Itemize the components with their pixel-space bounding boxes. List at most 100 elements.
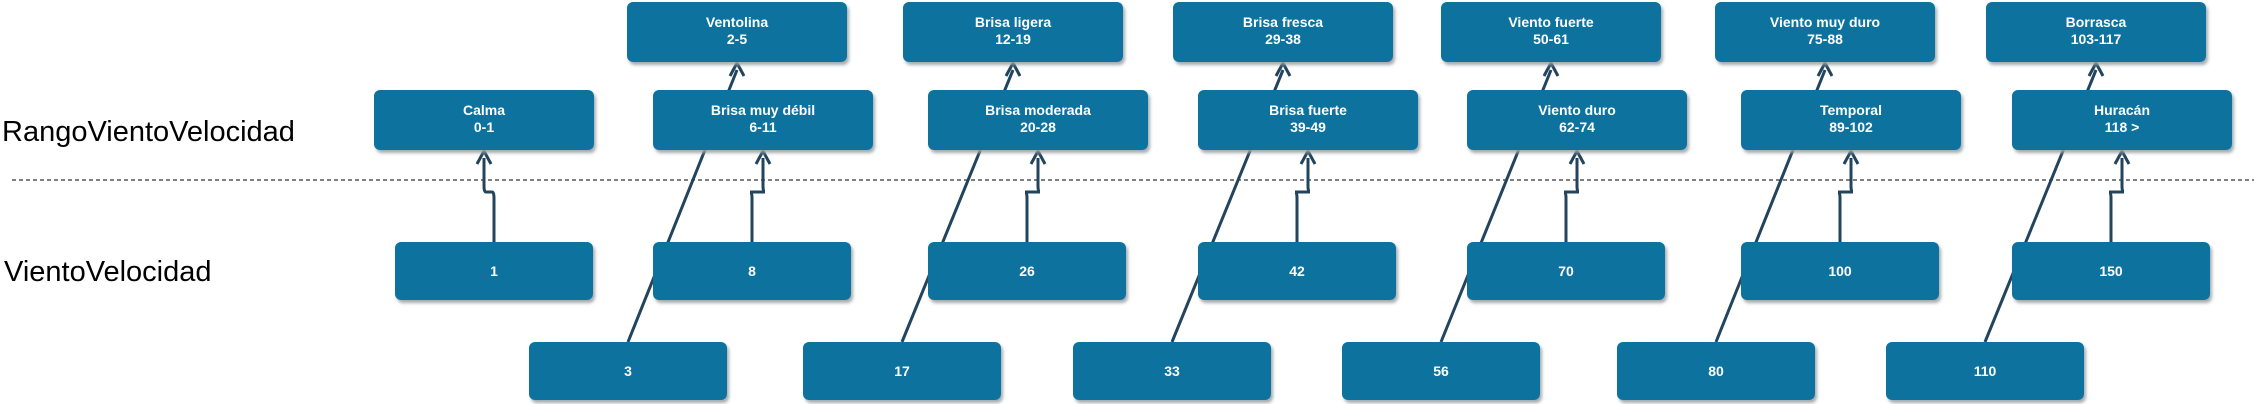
connector-arrow — [1024, 147, 1047, 242]
range-box-shape — [1715, 2, 1935, 62]
range-value: 62-74 — [1559, 119, 1595, 135]
speed-value: 42 — [1289, 263, 1305, 279]
speed-box: 56 — [1342, 342, 1540, 400]
speed-value: 100 — [1828, 263, 1852, 279]
speed-value: 80 — [1708, 363, 1724, 379]
arrowhead — [2113, 147, 2131, 165]
arrowhead — [1029, 147, 1047, 165]
range-name: Borrasca — [2066, 14, 2127, 30]
connector-line — [749, 158, 766, 242]
lane-label-speed: VientoVelocidad — [4, 256, 211, 288]
speed-box-shape — [2012, 242, 2210, 300]
speed-box-shape — [529, 342, 727, 400]
speed-box-shape — [395, 242, 593, 300]
speed-value: 56 — [1433, 363, 1449, 379]
arrowhead — [1816, 59, 1834, 77]
connector-arrow — [1563, 147, 1586, 242]
arrows-layer — [475, 59, 2131, 343]
range-name: Brisa fresca — [1243, 14, 1323, 30]
speed-box: 26 — [928, 242, 1126, 300]
range-box-shape — [928, 90, 1148, 150]
arrowhead — [1004, 59, 1022, 77]
range-box-shape — [903, 2, 1123, 62]
range-name: Viento muy duro — [1770, 14, 1880, 30]
arrowhead — [1274, 59, 1292, 77]
range-box-shape — [2012, 90, 2232, 150]
connector-line — [1563, 158, 1580, 242]
connector-line — [2108, 158, 2125, 242]
arrowhead — [1568, 147, 1586, 165]
range-value: 2-5 — [727, 31, 747, 47]
range-name: Viento duro — [1538, 102, 1616, 118]
range-box-shape — [1467, 90, 1687, 150]
range-name: Calma — [463, 102, 505, 118]
connector-line — [1024, 158, 1041, 242]
range-value: 103-117 — [2071, 31, 2122, 47]
connector-line — [482, 158, 496, 242]
speed-value: 150 — [2099, 263, 2123, 279]
connector-arrow — [2108, 147, 2131, 242]
speed-box-shape — [1073, 342, 1271, 400]
connector-arrow — [475, 147, 496, 242]
range-box-shape — [1173, 2, 1393, 62]
range-name: Ventolina — [706, 14, 768, 30]
speed-box: 70 — [1467, 242, 1665, 300]
arrowhead — [728, 59, 746, 77]
range-value: 75-88 — [1807, 31, 1843, 47]
speed-value: 110 — [1974, 363, 1997, 379]
speed-value: 33 — [1164, 363, 1180, 379]
lane-label-range: RangoVientoVelocidad — [2, 116, 295, 148]
range-value: 118 > — [2105, 119, 2140, 135]
range-name: Brisa fuerte — [1269, 102, 1347, 118]
speed-value: 8 — [748, 263, 756, 279]
range-value: 50-61 — [1533, 31, 1569, 47]
speed-box-shape — [803, 342, 1001, 400]
speed-box: 100 — [1741, 242, 1939, 300]
range-value: 6-11 — [749, 119, 776, 135]
range-value: 89-102 — [1829, 119, 1873, 135]
range-name: Huracán — [2094, 102, 2150, 118]
range-value: 0-1 — [474, 119, 494, 135]
range-box-shape — [1986, 2, 2206, 62]
range-value: 20-28 — [1020, 119, 1056, 135]
connector-line — [1837, 158, 1854, 242]
range-value: 12-19 — [995, 31, 1031, 47]
range-value: 39-49 — [1290, 119, 1326, 135]
arrowhead — [475, 147, 493, 165]
arrowhead — [1842, 147, 1860, 165]
speed-box-shape — [1198, 242, 1396, 300]
speed-box: 80 — [1617, 342, 1815, 400]
speed-box: 150 — [2012, 242, 2210, 300]
speed-box-shape — [1741, 242, 1939, 300]
connector-arrow — [1837, 147, 1860, 242]
arrowhead — [1299, 147, 1317, 165]
speed-box-shape — [653, 242, 851, 300]
arrowhead — [2087, 59, 2105, 77]
range-name: Temporal — [1820, 102, 1882, 118]
connector-arrow — [1294, 147, 1317, 242]
range-box-shape — [1741, 90, 1961, 150]
speed-value: 1 — [490, 263, 498, 279]
speed-value: 70 — [1558, 263, 1574, 279]
speed-value: 17 — [894, 363, 910, 379]
connector-line — [1294, 158, 1311, 242]
speed-box: 110 — [1886, 342, 2084, 400]
range-value: 29-38 — [1265, 31, 1301, 47]
range-name: Brisa ligera — [975, 14, 1051, 30]
speed-box-shape — [1617, 342, 1815, 400]
